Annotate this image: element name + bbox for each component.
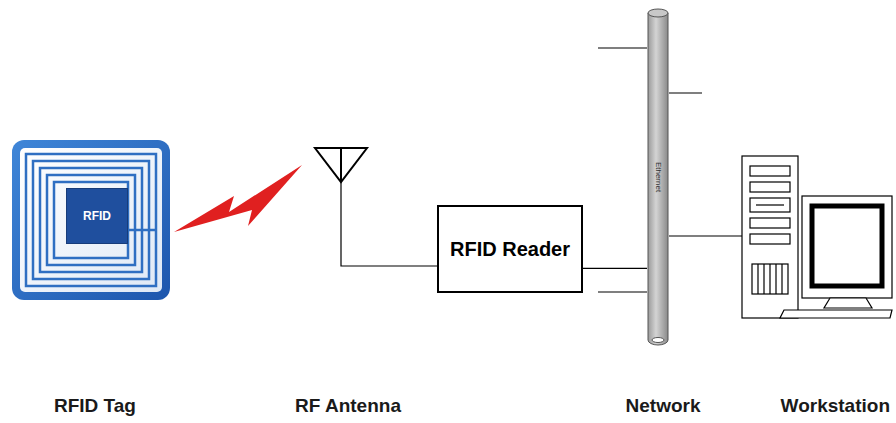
network-label: Network (626, 395, 701, 417)
radio-bolt (174, 165, 302, 232)
antenna-label: RF Antenna (295, 395, 401, 417)
workstation-icon (742, 156, 892, 318)
rfid-chip: RFID (66, 188, 128, 244)
network-taps (598, 48, 742, 292)
node-text: Ethernet (654, 162, 663, 192)
network-link (583, 268, 647, 269)
ethernet-bus: Ethernet (647, 8, 669, 346)
node-text: RFID Reader (450, 237, 570, 262)
reader-box: RFID Reader (437, 205, 583, 293)
node-text: RFID (83, 209, 111, 223)
tag-label: RFID Tag (54, 395, 136, 417)
workstation-label: Workstation (781, 395, 890, 417)
antenna-symbol (315, 148, 437, 266)
rfid-tag (12, 140, 170, 300)
